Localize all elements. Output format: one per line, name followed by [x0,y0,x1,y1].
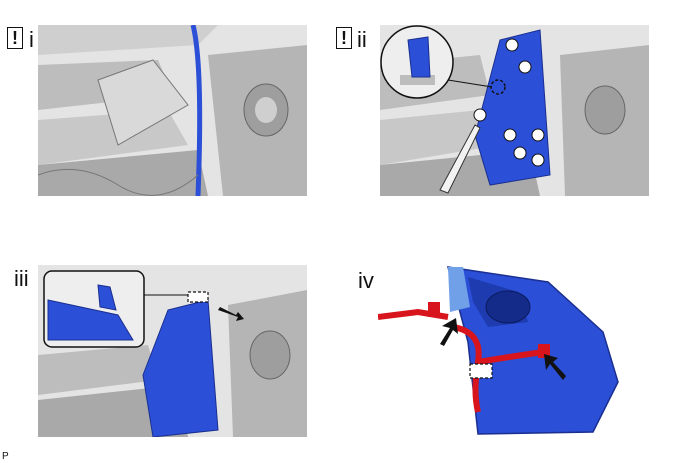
caution-icon-step-ii: ! [336,27,352,49]
illustration-step-i [38,25,307,196]
illustration-step-iv [378,266,619,435]
step-label-i: i [29,27,34,52]
illustration-step-iii [38,265,307,437]
clip-markers [473,38,545,167]
figure-code: P [2,451,9,462]
illustration-step-ii [380,25,649,196]
step-label-iii: iii [14,266,29,291]
step-label-ii: ii [357,27,367,52]
caution-icon-step-i: ! [7,27,23,49]
step-label-iv: iv [358,268,374,293]
